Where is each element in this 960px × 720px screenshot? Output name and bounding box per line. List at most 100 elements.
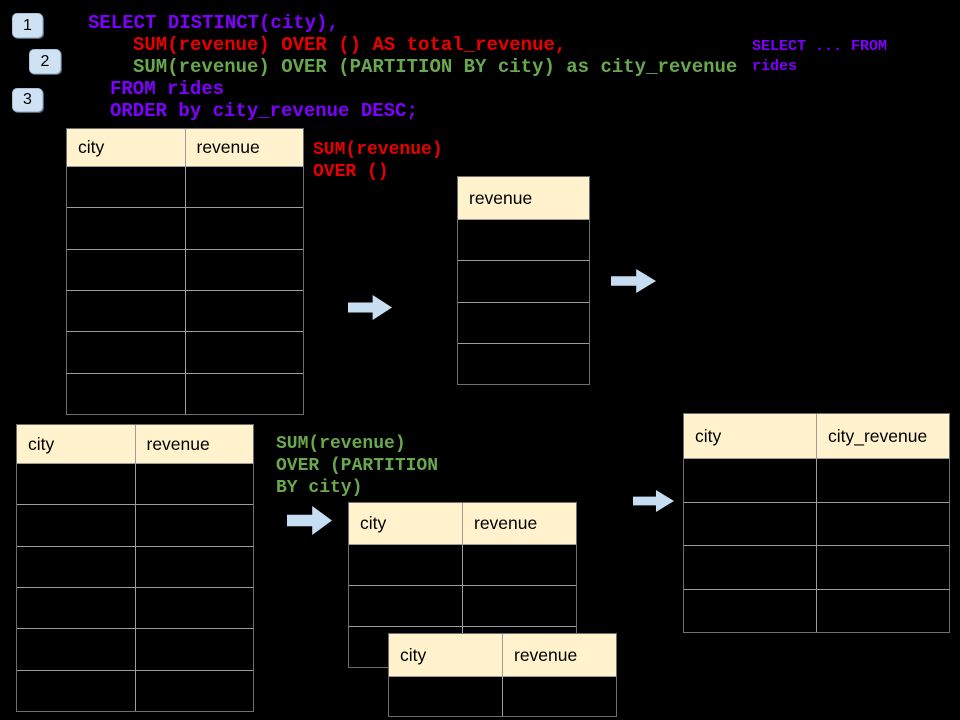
table-source-bottom-row bbox=[17, 545, 254, 587]
table-result-row bbox=[684, 588, 949, 633]
table-source-top-header-revenue: revenue bbox=[184, 129, 303, 166]
table-partition-front-header-city: city bbox=[389, 634, 502, 676]
table-source-top-row bbox=[67, 166, 304, 208]
table-partition-back-row bbox=[349, 585, 576, 626]
empty-cell bbox=[184, 208, 304, 249]
sql-line-from: FROM rides bbox=[110, 78, 225, 100]
empty-cell bbox=[17, 588, 135, 628]
table-source-bottom-row bbox=[17, 628, 254, 670]
sql-line-city-revenue: SUM(revenue) OVER (PARTITION BY city) as… bbox=[133, 56, 738, 78]
empty-cell bbox=[67, 250, 185, 290]
table-partition-back-header-revenue: revenue bbox=[462, 503, 576, 544]
table-partition-back-header-city: city bbox=[349, 503, 462, 544]
empty-cell bbox=[458, 344, 589, 384]
sql-line-select: SELECT DISTINCT(city), bbox=[88, 12, 339, 34]
table-source-top-row bbox=[67, 372, 304, 414]
table-result-row bbox=[684, 545, 949, 589]
sql-line-order-by: ORDER by city_revenue DESC; bbox=[110, 100, 418, 122]
empty-cell bbox=[17, 505, 135, 545]
empty-cell bbox=[684, 459, 816, 502]
table-revenue-only-row bbox=[458, 342, 589, 384]
table-revenue-only-header-revenue: revenue bbox=[458, 177, 589, 219]
sql-line-total-revenue: SUM(revenue) OVER () AS total_revenue, bbox=[133, 34, 567, 56]
empty-cell bbox=[134, 587, 254, 629]
empty-cell bbox=[462, 545, 576, 585]
table-source-bottom-header-revenue: revenue bbox=[134, 425, 253, 463]
empty-cell bbox=[816, 589, 949, 632]
empty-cell bbox=[17, 547, 135, 587]
step-badge-3: 3 bbox=[12, 88, 43, 112]
empty-cell bbox=[67, 208, 185, 248]
table-partition-front-row bbox=[389, 676, 616, 716]
empty-cell bbox=[67, 291, 185, 331]
empty-cell bbox=[389, 677, 502, 716]
label-partition-line3: BY city) bbox=[276, 478, 363, 498]
table-result-header-city_revenue: city_revenue bbox=[816, 414, 949, 458]
empty-cell bbox=[816, 502, 949, 545]
empty-cell bbox=[349, 545, 462, 585]
empty-cell bbox=[816, 459, 949, 502]
empty-cell bbox=[184, 290, 304, 332]
empty-cell bbox=[17, 629, 135, 669]
empty-cell bbox=[134, 464, 254, 505]
empty-cell bbox=[134, 629, 254, 670]
note-select-from: SELECT ... FROM bbox=[752, 38, 888, 55]
table-revenue-only-row bbox=[458, 219, 589, 260]
table-revenue-only-header-row: revenue bbox=[458, 177, 589, 219]
empty-cell bbox=[458, 220, 589, 260]
step-badge-1: 1 bbox=[12, 13, 43, 38]
empty-cell bbox=[502, 677, 616, 716]
table-source-bottom-row bbox=[17, 586, 254, 629]
empty-cell bbox=[458, 261, 589, 301]
empty-cell bbox=[684, 503, 816, 546]
arrow-right-icon bbox=[633, 490, 674, 512]
table-source-bottom-row bbox=[17, 463, 254, 505]
label-partition-line2: OVER (PARTITION bbox=[276, 456, 439, 476]
table-source-top-row bbox=[67, 331, 304, 373]
label-partition-line1: SUM(revenue) bbox=[276, 434, 406, 454]
empty-cell bbox=[184, 373, 304, 414]
arrow-right-icon bbox=[287, 506, 332, 535]
empty-cell bbox=[458, 303, 589, 343]
table-result-header-city: city bbox=[684, 414, 816, 458]
empty-cell bbox=[462, 586, 576, 626]
empty-cell bbox=[17, 671, 135, 711]
empty-cell bbox=[184, 332, 304, 373]
empty-cell bbox=[684, 590, 816, 633]
table-partition-back-row bbox=[349, 544, 576, 585]
empty-cell bbox=[816, 546, 949, 589]
table-source-top-row bbox=[67, 248, 304, 290]
table-source-bottom-header-city: city bbox=[17, 425, 135, 463]
table-source-top-header-city: city bbox=[67, 129, 185, 166]
table-result-row bbox=[684, 501, 949, 546]
empty-cell bbox=[184, 167, 304, 208]
empty-cell bbox=[134, 546, 254, 587]
empty-cell bbox=[134, 505, 254, 546]
table-result-row bbox=[684, 458, 949, 502]
table-source-top-row bbox=[67, 289, 304, 332]
empty-cell bbox=[67, 167, 185, 207]
label-sum-over-line2: OVER () bbox=[313, 162, 389, 182]
empty-cell bbox=[684, 546, 816, 589]
note-rides: rides bbox=[752, 58, 798, 75]
empty-cell bbox=[17, 464, 135, 504]
table-source-bottom-row bbox=[17, 669, 254, 711]
label-sum-over-line1: SUM(revenue) bbox=[313, 140, 443, 160]
empty-cell bbox=[134, 670, 254, 711]
empty-cell bbox=[184, 249, 304, 290]
table-source-top-row bbox=[67, 207, 304, 249]
step-badge-2: 2 bbox=[29, 49, 61, 74]
arrow-right-icon bbox=[348, 295, 392, 320]
arrow-right-icon bbox=[611, 269, 656, 293]
